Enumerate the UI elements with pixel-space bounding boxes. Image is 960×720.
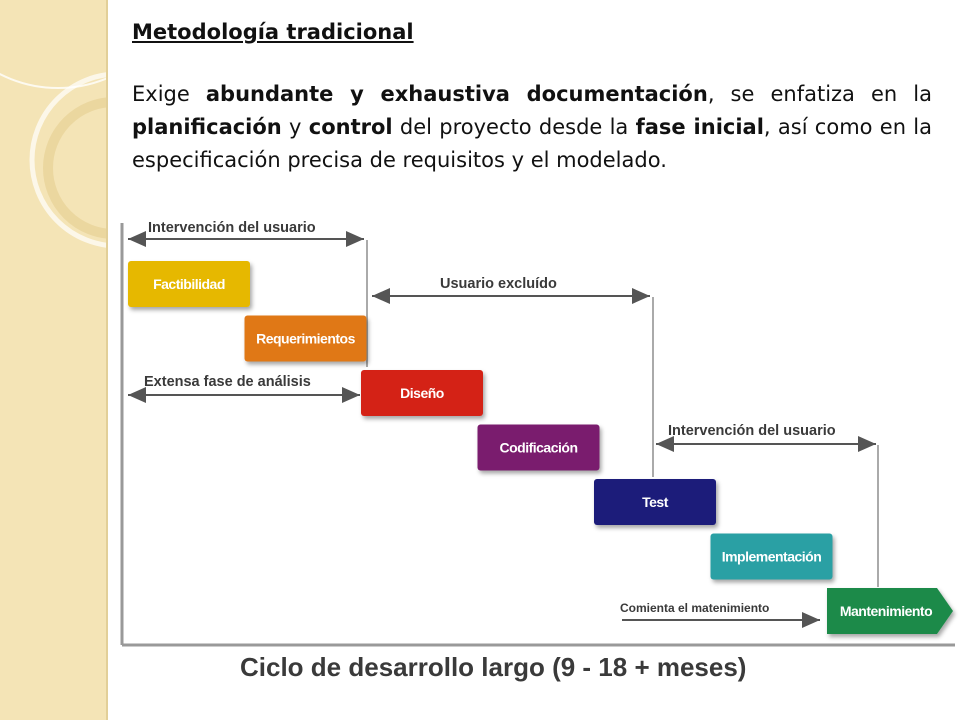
phase-label: Requerimientos bbox=[256, 331, 356, 347]
phase-box-1: Factibilidad bbox=[128, 261, 250, 307]
phase-box-shape bbox=[594, 479, 716, 525]
annotation-analysis: Extensa fase de análisis bbox=[144, 374, 311, 390]
phase-label: Diseño bbox=[400, 385, 444, 401]
body-run: Exige bbox=[132, 82, 206, 106]
waterfall-diagram: Intervención del usuario Usuario excluíd… bbox=[120, 220, 955, 682]
phase-box-shape bbox=[361, 370, 483, 416]
phase-box-5: Test bbox=[594, 479, 716, 525]
phase-box-3: Diseño bbox=[361, 370, 483, 416]
slide-body-text: Exige abundante y exhaustiva documentaci… bbox=[132, 78, 932, 177]
phase-box-4: Codificación bbox=[477, 424, 600, 471]
phase-box-shape bbox=[710, 533, 833, 580]
body-run: , así como en la especificación precisa … bbox=[132, 115, 932, 172]
phase-box-6: Implementación bbox=[710, 533, 833, 580]
body-run: control bbox=[308, 115, 393, 139]
body-run: abundante y exhaustiva documentación bbox=[205, 82, 708, 106]
body-run: planificación bbox=[132, 115, 282, 139]
body-run: y bbox=[281, 115, 309, 139]
body-run: , se enfatiza en la bbox=[707, 82, 932, 106]
phase-box-shape bbox=[244, 315, 367, 362]
phase-label: Mantenimiento bbox=[840, 603, 932, 619]
annotation-maintenance-start: Comienta el matenimiento bbox=[620, 601, 769, 615]
phase-label: Codificación bbox=[499, 440, 577, 456]
phase-label: Factibilidad bbox=[153, 276, 225, 292]
phase-box-2: Requerimientos bbox=[244, 315, 367, 362]
phase-box-shape bbox=[827, 588, 953, 634]
cycle-title: Ciclo de desarrollo largo (9 - 18 + mese… bbox=[240, 652, 746, 682]
annotation-user-excluded: Usuario excluído bbox=[440, 276, 557, 292]
phase-label: Implementación bbox=[722, 549, 822, 565]
body-run: del proyecto desde la bbox=[392, 115, 636, 139]
phase-label: Test bbox=[642, 494, 669, 510]
decorative-side-band bbox=[0, 0, 108, 720]
phase-boxes: FactibilidadRequerimientosDiseñoCodifica… bbox=[128, 261, 953, 634]
phase-box-7: Mantenimiento bbox=[827, 588, 953, 634]
slide-title: Metodología tradicional bbox=[132, 20, 414, 44]
body-run: fase inicial bbox=[635, 115, 764, 139]
decorative-circles bbox=[0, 72, 106, 248]
phase-box-shape bbox=[128, 261, 250, 307]
phase-box-shape bbox=[477, 424, 600, 471]
annotation-user-intervention-1: Intervención del usuario bbox=[148, 220, 316, 236]
annotation-user-intervention-2: Intervención del usuario bbox=[668, 423, 836, 439]
